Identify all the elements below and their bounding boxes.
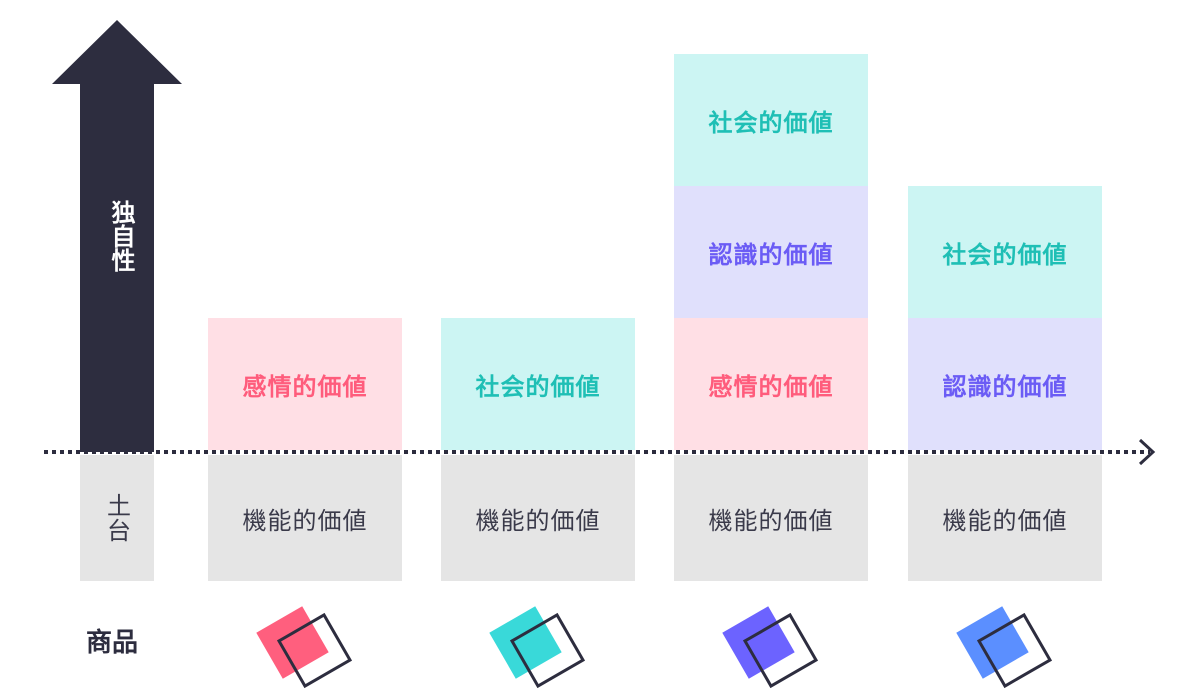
functional-value-block: 機能的価値	[441, 455, 635, 581]
product-label: 商品	[86, 628, 139, 658]
functional-value-block: 機能的価値	[208, 455, 402, 581]
uniqueness-arrow	[52, 20, 182, 452]
functional-value-block: 機能的価値	[908, 455, 1102, 581]
foundation-label: 土台	[102, 493, 131, 543]
foundation-block: 土台	[80, 455, 154, 581]
horizontal-axis-arrow	[44, 438, 1156, 466]
product-icon-pink	[252, 600, 358, 690]
product-icon-purple	[718, 600, 824, 690]
social-value-block: 社会的価値	[674, 54, 868, 186]
social-value-block: 社会的価値	[441, 318, 635, 450]
uniqueness-label: 独自性	[107, 200, 135, 272]
cognitive-value-block: 認識的価値	[674, 186, 868, 318]
product-icon-blue	[952, 600, 1058, 690]
social-value-block: 社会的価値	[908, 186, 1102, 318]
emotional-value-block: 感情的価値	[208, 318, 402, 450]
product-icon-cyan	[485, 600, 591, 690]
emotional-value-block: 感情的価値	[674, 318, 868, 450]
functional-value-block: 機能的価値	[674, 455, 868, 581]
cognitive-value-block: 認識的価値	[908, 318, 1102, 450]
